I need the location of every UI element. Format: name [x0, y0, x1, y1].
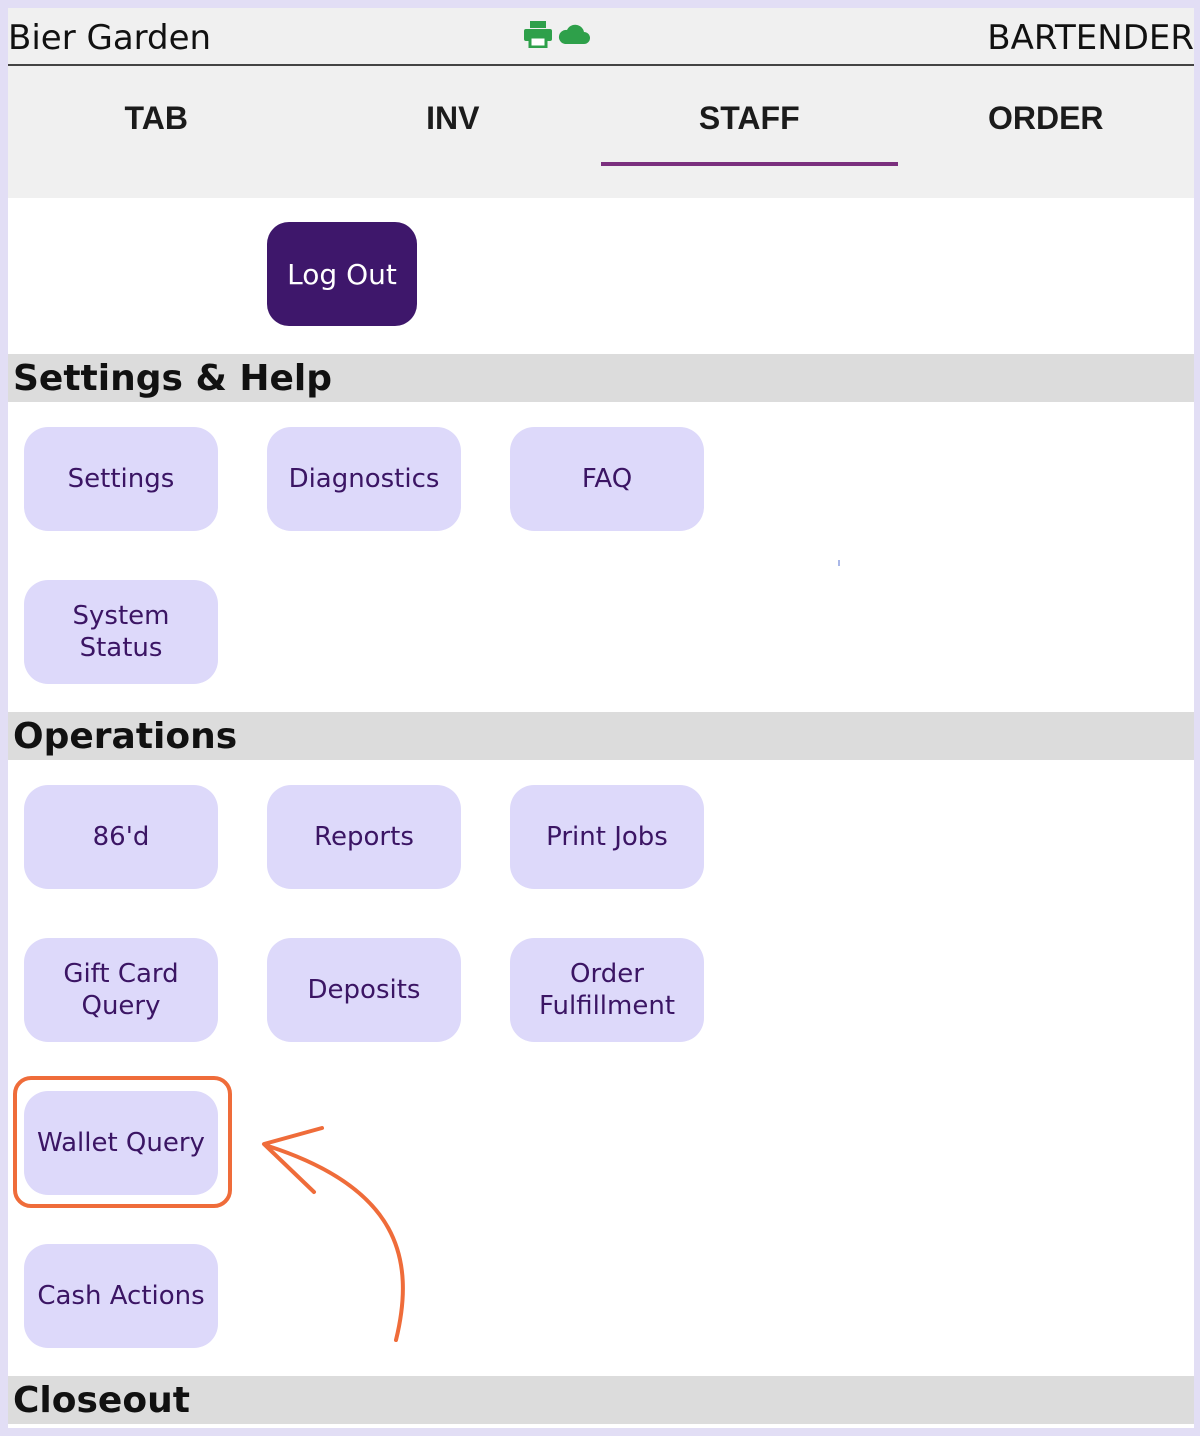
log-out-button[interactable]: Log Out [267, 222, 417, 326]
wallet-query-highlight [13, 1076, 232, 1208]
section-header-operations: Operations [8, 712, 1194, 760]
user-role: BARTENDER [987, 18, 1194, 58]
app-frame: Bier Garden BARTENDER TAB INV STAFF ORDE… [8, 8, 1194, 1428]
stray-mark [838, 560, 840, 566]
section-header-settings-help: Settings & Help [8, 354, 1194, 402]
deposits-button[interactable]: Deposits [267, 938, 461, 1042]
faq-button[interactable]: FAQ [510, 427, 704, 531]
settings-button[interactable]: Settings [24, 427, 218, 531]
top-bar: Bier Garden BARTENDER [8, 8, 1194, 66]
tab-tab[interactable]: TAB [124, 100, 188, 136]
reports-button[interactable]: Reports [267, 785, 461, 889]
venue-name: Bier Garden [8, 18, 212, 58]
printer-icon [524, 21, 552, 48]
main-tabs: TAB INV STAFF ORDER [8, 66, 1194, 198]
section-header-closeout: Closeout [8, 1376, 1194, 1424]
tab-order[interactable]: ORDER [987, 100, 1104, 136]
status-icons [523, 20, 591, 48]
wallet-query-button[interactable]: Wallet Query [24, 1091, 218, 1195]
tab-staff[interactable]: STAFF [601, 66, 898, 166]
diagnostics-button[interactable]: Diagnostics [267, 427, 461, 531]
annotation-arrow-icon [262, 1126, 405, 1342]
eighty-sixed-button[interactable]: 86'd [24, 785, 218, 889]
gift-card-query-button[interactable]: Gift Card Query [24, 938, 218, 1042]
cash-actions-button[interactable]: Cash Actions [24, 1244, 218, 1348]
order-fulfillment-button[interactable]: Order Fulfillment [510, 938, 704, 1042]
cloud-icon [558, 24, 590, 44]
system-status-button[interactable]: System Status [24, 580, 218, 684]
tab-inv[interactable]: INV [426, 100, 480, 136]
logout-area: Log Out [8, 198, 1194, 354]
print-jobs-button[interactable]: Print Jobs [510, 785, 704, 889]
